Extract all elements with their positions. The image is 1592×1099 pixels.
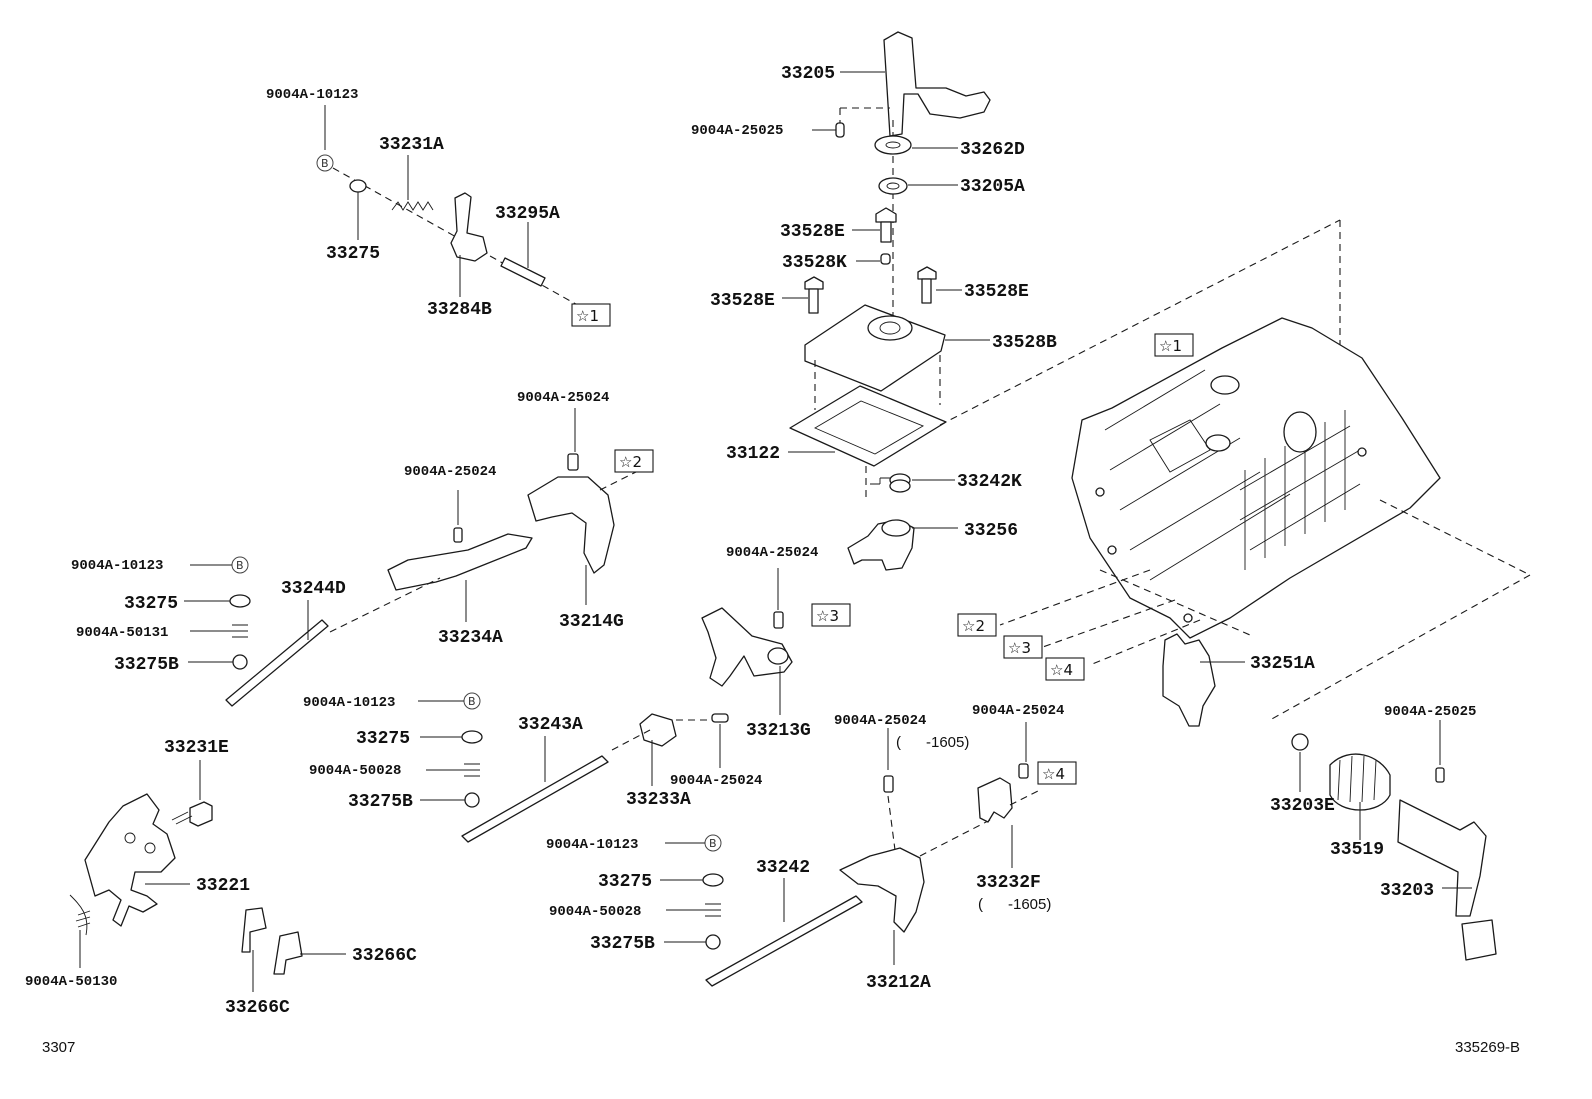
label-33251A: 33251A	[1250, 654, 1315, 674]
ref-box-2a: ☆2	[614, 449, 654, 473]
lever-assembly-top-left: B	[316, 105, 591, 313]
label-33275B-b: 33275B	[348, 792, 413, 812]
label-33275-d: 33275	[598, 872, 652, 892]
label-9004A-25024-d: 9004A-25024	[670, 773, 762, 789]
svg-text:☆1: ☆1	[576, 307, 599, 325]
shaft-assembly-33244D: B	[184, 408, 651, 707]
label-9004A-25024-b: 9004A-25024	[404, 464, 496, 480]
label-33232F: 33232F	[976, 873, 1041, 893]
figure-id: 335269-B	[1455, 1039, 1520, 1056]
label-33256: 33256	[964, 521, 1018, 541]
label-33242: 33242	[756, 858, 810, 878]
label-33233A: 33233A	[626, 790, 691, 810]
label-33205A: 33205A	[960, 177, 1025, 197]
svg-text:☆3: ☆3	[816, 607, 839, 625]
svg-text:☆2: ☆2	[619, 453, 642, 471]
label-9004A-25024-a: 9004A-25024	[517, 390, 609, 406]
label-33203: 33203	[1380, 881, 1434, 901]
label-33295A: 33295A	[495, 204, 560, 224]
label-33242K: 33242K	[957, 472, 1022, 492]
note-1605-b: ( -1605)	[978, 896, 1051, 913]
label-33244D: 33244D	[281, 579, 346, 599]
svg-text:B: B	[321, 157, 329, 170]
svg-text:B: B	[236, 559, 244, 572]
label-33203E: 33203E	[1270, 796, 1335, 816]
label-9004A-50028-b: 9004A-50028	[549, 904, 641, 920]
label-33519: 33519	[1330, 840, 1384, 860]
shift-lever-stack	[782, 31, 1341, 571]
label-33266C-a: 33266C	[352, 946, 417, 966]
label-9004A-50028-a: 9004A-50028	[309, 763, 401, 779]
label-9004A-10123-c: 9004A-10123	[303, 695, 395, 711]
ref-box-3a: ☆3	[811, 603, 851, 627]
label-33262D: 33262D	[960, 140, 1025, 160]
label-33275-b: 33275	[124, 594, 178, 614]
label-33205: 33205	[781, 64, 835, 84]
label-33275-c: 33275	[356, 729, 410, 749]
svg-text:B: B	[468, 695, 476, 708]
label-33275-top: 33275	[326, 244, 380, 264]
label-33266C-b: 33266C	[225, 998, 290, 1018]
label-33528K: 33528K	[782, 253, 847, 273]
label-33275B-a: 33275B	[114, 655, 179, 675]
ref-box-1a: ☆1	[571, 303, 611, 327]
page-code: 3307	[42, 1039, 75, 1056]
svg-text:☆4: ☆4	[1042, 765, 1065, 783]
label-9004A-25024-f: 9004A-25024	[972, 703, 1064, 719]
label-9004A-50131: 9004A-50131	[76, 625, 168, 641]
transmission-case	[999, 317, 1531, 721]
svg-text:B: B	[709, 837, 717, 850]
svg-text:☆4: ☆4	[1050, 661, 1073, 679]
bracket-assembly-33221	[69, 760, 346, 992]
label-33284B: 33284B	[427, 300, 492, 320]
ref-box-3b: ☆3	[1003, 635, 1043, 659]
note-1605-a: ( -1605)	[896, 734, 969, 751]
label-33214G: 33214G	[559, 612, 624, 632]
svg-text:☆3: ☆3	[1008, 639, 1031, 657]
label-33212A: 33212A	[866, 973, 931, 993]
label-33122: 33122	[726, 444, 780, 464]
label-33221: 33221	[196, 876, 250, 896]
label-33243A: 33243A	[518, 715, 583, 735]
label-33231A: 33231A	[379, 135, 444, 155]
part-labels: 9004A-10123 33231A 33275 33295A 33284B 3…	[25, 64, 1476, 1018]
svg-text:☆1: ☆1	[1159, 337, 1182, 355]
label-9004A-25024-e: 9004A-25024	[834, 713, 926, 729]
label-33528E-1: 33528E	[780, 222, 845, 242]
label-9004A-25024-c: 9004A-25024	[726, 545, 818, 561]
label-9004A-10123-d: 9004A-10123	[546, 837, 638, 853]
ref-box-1b: ☆1	[1154, 333, 1194, 357]
label-9004A-10123-top: 9004A-10123	[266, 87, 358, 103]
label-9004A-25025-top: 9004A-25025	[691, 123, 783, 139]
label-33213G: 33213G	[746, 721, 811, 741]
label-33528E-2: 33528E	[710, 291, 775, 311]
svg-text:☆2: ☆2	[962, 617, 985, 635]
ref-box-2b: ☆2	[957, 613, 997, 637]
label-9004A-10123-b: 9004A-10123	[71, 558, 163, 574]
ref-box-4b: ☆4	[1037, 761, 1077, 785]
ref-box-4a: ☆4	[1045, 657, 1085, 681]
label-33275B-c: 33275B	[590, 934, 655, 954]
shaft-assembly-33243A: B	[418, 568, 793, 843]
label-33528B: 33528B	[992, 333, 1057, 353]
label-9004A-25025-b: 9004A-25025	[1384, 704, 1476, 720]
label-33234A: 33234A	[438, 628, 503, 648]
label-33528E-3: 33528E	[964, 282, 1029, 302]
shaft-assembly-33242: B	[660, 722, 1041, 987]
selector-assembly-right	[1162, 633, 1497, 961]
label-9004A-50130: 9004A-50130	[25, 974, 117, 990]
label-33231E: 33231E	[164, 738, 229, 758]
